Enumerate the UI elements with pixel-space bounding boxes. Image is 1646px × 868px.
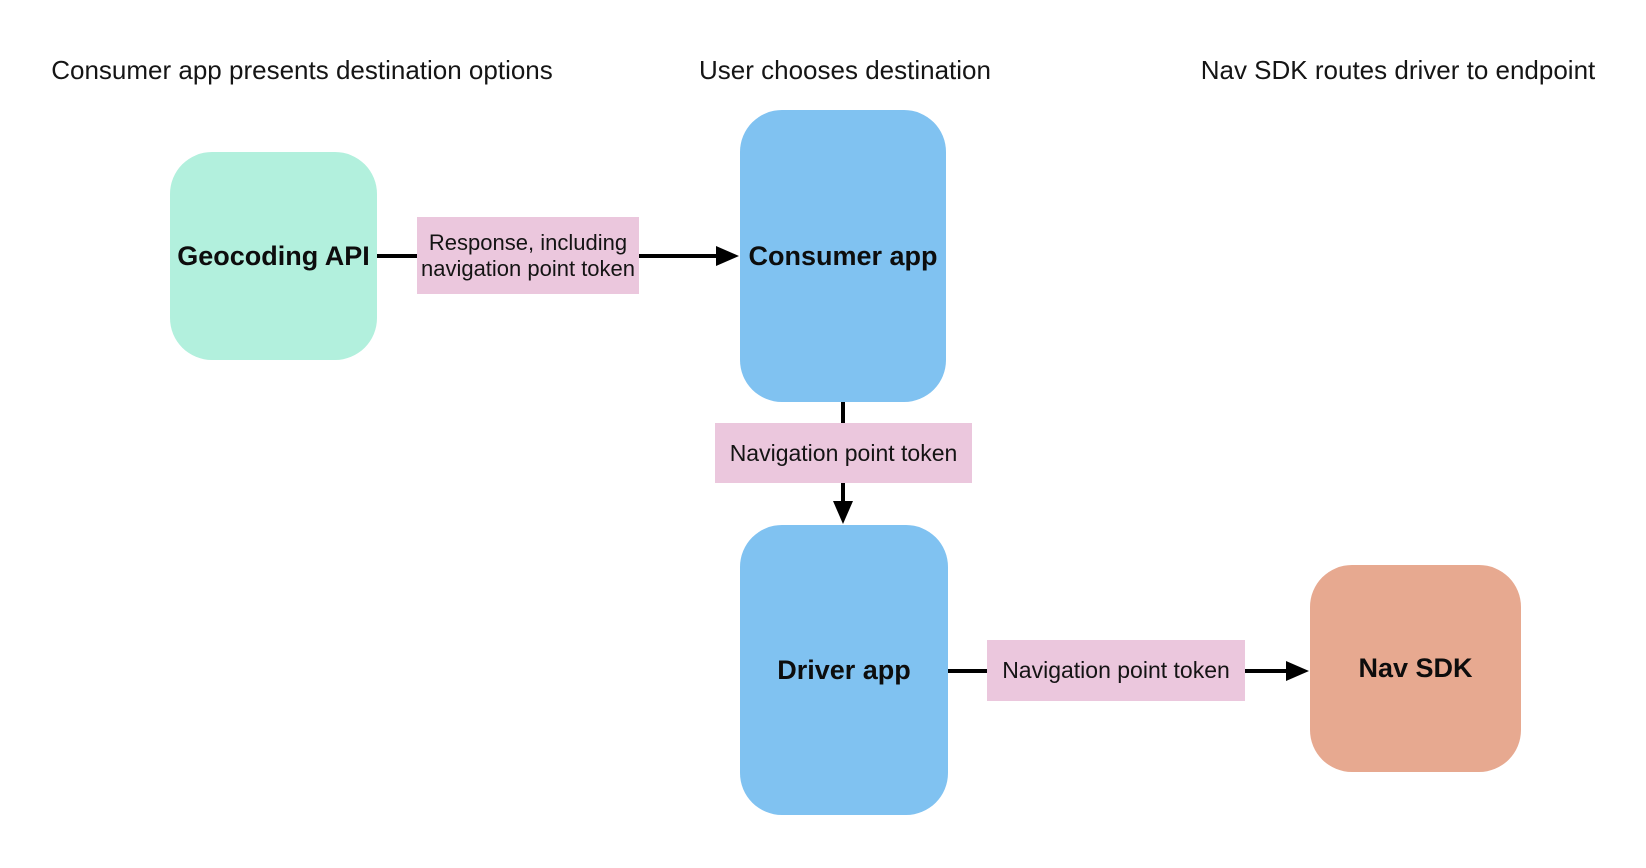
- node-driver-app-label: Driver app: [777, 654, 911, 685]
- arrowhead-consumer-to-driver: [833, 501, 853, 524]
- stage-label-navsdk-routes: Nav SDK routes driver to endpoint: [1200, 55, 1596, 85]
- arrowhead-geocoding-to-consumer: [716, 246, 739, 266]
- node-consumer-app: Consumer app: [740, 110, 946, 402]
- edge-label-navigation-point-token-down: Navigation point token: [715, 423, 972, 483]
- arrowhead-driver-to-navsdk: [1286, 661, 1309, 681]
- edge-label-response-including-token: Response, including navigation point tok…: [417, 217, 639, 294]
- node-geocoding-api-label: Geocoding API: [177, 240, 370, 271]
- node-consumer-app-label: Consumer app: [748, 240, 938, 271]
- node-nav-sdk-label: Nav SDK: [1358, 653, 1473, 683]
- stage-label-user-chooses: User chooses destination: [699, 55, 991, 85]
- node-nav-sdk: Nav SDK: [1310, 565, 1521, 772]
- stage-label-consumer-presents: Consumer app presents destination option…: [51, 55, 553, 85]
- node-driver-app: Driver app: [740, 525, 948, 815]
- edge-label-navigation-point-token-right: Navigation point token: [987, 640, 1245, 701]
- node-geocoding-api: Geocoding API: [170, 152, 377, 360]
